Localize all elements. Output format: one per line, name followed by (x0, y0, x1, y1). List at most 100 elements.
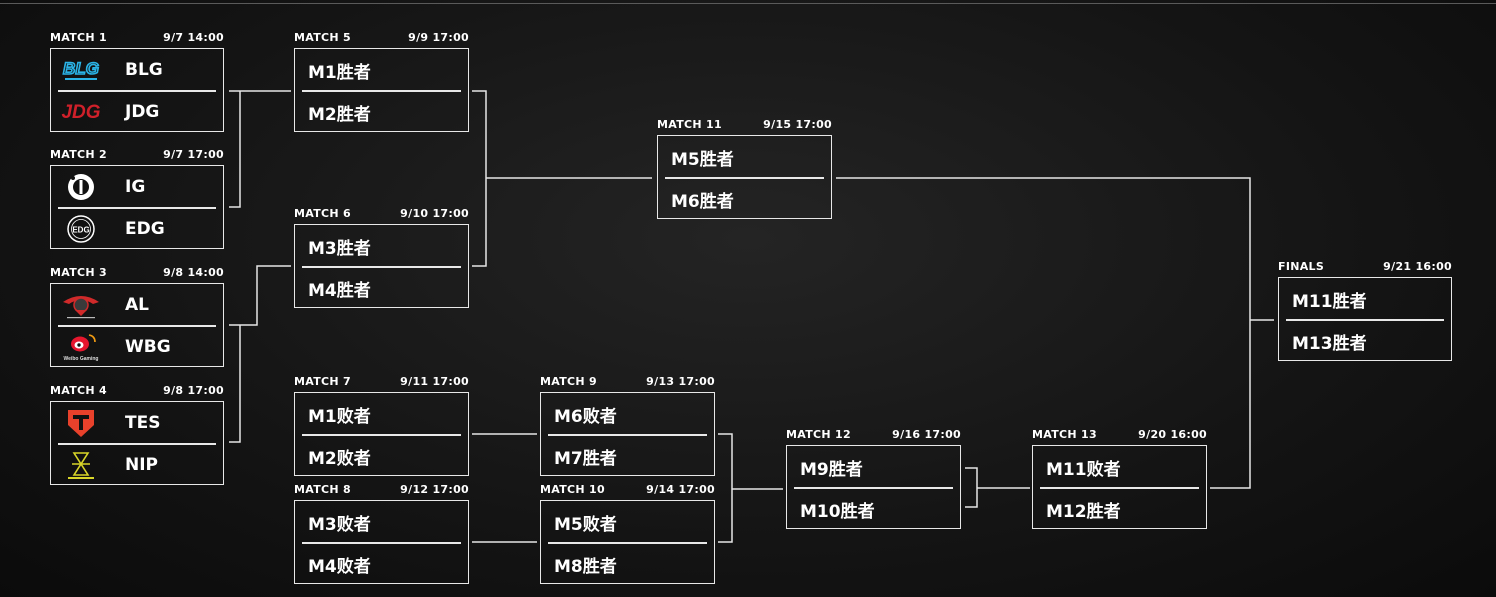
match-slot[interactable]: M2胜者 (295, 91, 468, 133)
match-label: MATCH 3 (50, 266, 107, 279)
match-label: MATCH 11 (657, 118, 722, 131)
connector-r1-upper (229, 90, 291, 208)
connector-m5-m6 (472, 90, 652, 267)
edg-logo-icon: EDG (59, 214, 103, 244)
match-slot[interactable]: M1胜者 (295, 49, 468, 91)
slot-text: M1胜者 (308, 62, 371, 83)
team-name: EDG (125, 219, 165, 239)
jdg-logo-icon: JDG (59, 97, 103, 127)
ig-logo-icon (59, 172, 103, 202)
match-label: MATCH 5 (294, 31, 351, 44)
match-box[interactable]: M9胜者 M10胜者 (786, 445, 961, 529)
team-name: IG (125, 177, 146, 197)
match-time: 9/21 16:00 (1383, 260, 1452, 273)
team-slot-jdg[interactable]: JDG JDG (51, 91, 223, 133)
team-slot-ig[interactable]: IG (51, 166, 223, 208)
slot-text: M3胜者 (308, 238, 371, 259)
match-slot[interactable]: M4败者 (295, 543, 468, 585)
match-box[interactable]: TES NIP (50, 401, 224, 485)
team-slot-wbg[interactable]: Weibo Gaming WBG (51, 326, 223, 368)
match-label: MATCH 6 (294, 207, 351, 220)
match-box[interactable]: IG EDG EDG (50, 165, 224, 249)
slot-divider (58, 207, 216, 209)
match-slot[interactable]: M5胜者 (658, 136, 831, 178)
svg-text:Weibo Gaming: Weibo Gaming (64, 356, 99, 362)
slot-text: M10胜者 (800, 501, 875, 522)
match-slot[interactable]: M2败者 (295, 435, 468, 477)
team-slot-al[interactable]: AL (51, 284, 223, 326)
match-label: MATCH 13 (1032, 428, 1097, 441)
match-label: MATCH 8 (294, 483, 351, 496)
match-label: MATCH 9 (540, 375, 597, 388)
match-slot[interactable]: M8胜者 (541, 543, 714, 585)
svg-text:EDG: EDG (72, 226, 89, 235)
slot-divider (548, 542, 707, 544)
slot-text: M6败者 (554, 406, 617, 427)
match-slot[interactable]: M12胜者 (1033, 488, 1206, 530)
slot-text: M13胜者 (1292, 333, 1367, 354)
slot-text: M5胜者 (671, 149, 734, 170)
match-slot[interactable]: M5败者 (541, 501, 714, 543)
match-slot[interactable]: M9胜者 (787, 446, 960, 488)
top-border (0, 3, 1496, 4)
slot-divider (794, 487, 953, 489)
match-time: 9/16 17:00 (892, 428, 961, 441)
connector-m12-m13 (965, 467, 1030, 508)
match-label: MATCH 12 (786, 428, 851, 441)
match-time: 9/7 17:00 (163, 148, 224, 161)
slot-divider (1286, 319, 1444, 321)
match-slot[interactable]: M11败者 (1033, 446, 1206, 488)
match-slot[interactable]: M4胜者 (295, 267, 468, 309)
match-box[interactable]: BLG BLG JDG JDG (50, 48, 224, 132)
match-label: MATCH 4 (50, 384, 107, 397)
slot-text: M11胜者 (1292, 291, 1367, 312)
match-time: 9/14 17:00 (646, 483, 715, 496)
slot-text: M1败者 (308, 406, 371, 427)
match-box[interactable]: M11胜者 M13胜者 (1278, 277, 1452, 361)
slot-text: M2胜者 (308, 104, 371, 125)
match-box[interactable]: M5败者 M8胜者 (540, 500, 715, 584)
team-slot-tes[interactable]: TES (51, 402, 223, 444)
match-box[interactable]: M1败者 M2败者 (294, 392, 469, 476)
match-slot[interactable]: M3败者 (295, 501, 468, 543)
match-slot[interactable]: M1败者 (295, 393, 468, 435)
match-box[interactable]: M5胜者 M6胜者 (657, 135, 832, 219)
match-box[interactable]: M1胜者 M2胜者 (294, 48, 469, 132)
slot-text: M3败者 (308, 514, 371, 535)
match-time: 9/8 17:00 (163, 384, 224, 397)
match-slot[interactable]: M6败者 (541, 393, 714, 435)
match-time: 9/8 14:00 (163, 266, 224, 279)
match-slot[interactable]: M13胜者 (1279, 320, 1451, 362)
match-slot[interactable]: M3胜者 (295, 225, 468, 267)
team-slot-blg[interactable]: BLG BLG (51, 49, 223, 91)
slot-divider (302, 542, 461, 544)
slot-divider (548, 434, 707, 436)
team-name: TES (125, 413, 161, 433)
match-time: 9/20 16:00 (1138, 428, 1207, 441)
slot-text: M7胜者 (554, 448, 617, 469)
team-slot-edg[interactable]: EDG EDG (51, 208, 223, 250)
match-slot[interactable]: M10胜者 (787, 488, 960, 530)
match-slot[interactable]: M6胜者 (658, 178, 831, 220)
tes-logo-icon (59, 408, 103, 438)
team-slot-nip[interactable]: NIP (51, 444, 223, 486)
slot-divider (58, 325, 216, 327)
slot-divider (302, 266, 461, 268)
team-name: AL (125, 295, 149, 315)
slot-text: M12胜者 (1046, 501, 1121, 522)
match-box[interactable]: M6败者 M7胜者 (540, 392, 715, 476)
slot-divider (302, 90, 461, 92)
slot-text: M2败者 (308, 448, 371, 469)
slot-text: M5败者 (554, 514, 617, 535)
connector-r1-lower (229, 265, 291, 443)
match-box[interactable]: M11败者 M12胜者 (1032, 445, 1207, 529)
match-box[interactable]: M3胜者 M4胜者 (294, 224, 469, 308)
match-time: 9/11 17:00 (400, 375, 469, 388)
match-slot[interactable]: M7胜者 (541, 435, 714, 477)
match-label: MATCH 7 (294, 375, 351, 388)
match-slot[interactable]: M11胜者 (1279, 278, 1451, 320)
match-box[interactable]: M3败者 M4败者 (294, 500, 469, 584)
match-box[interactable]: AL Weibo Gaming WBG (50, 283, 224, 367)
slot-text: M9胜者 (800, 459, 863, 480)
